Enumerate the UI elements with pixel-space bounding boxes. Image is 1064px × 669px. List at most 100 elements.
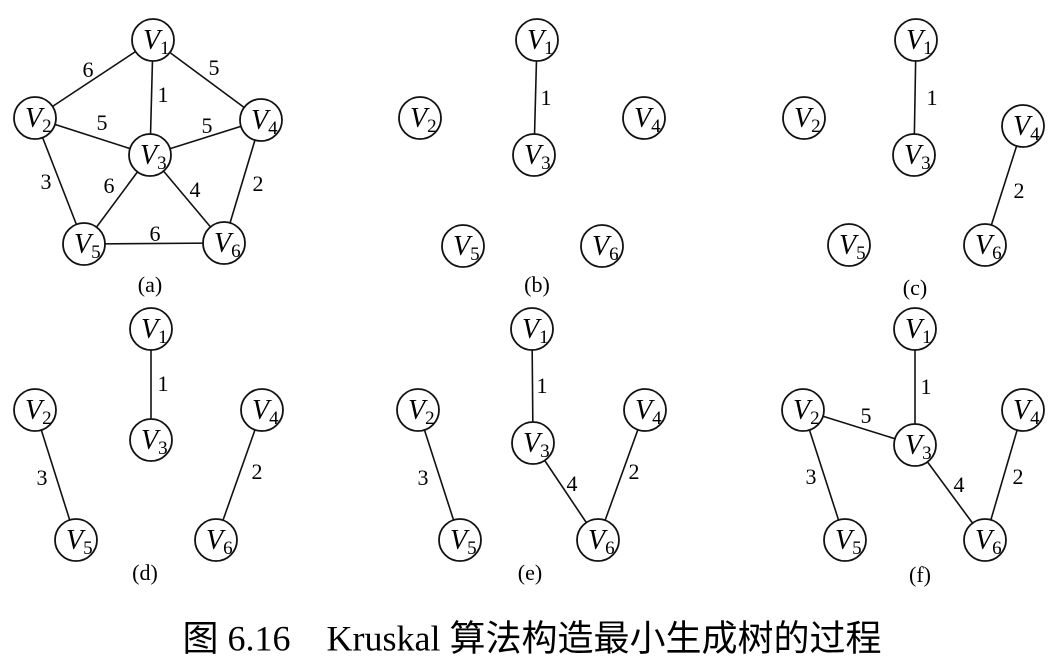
edge-weight-v4-v6: 2 [252,459,263,484]
vertex-v2: V2 [13,388,57,432]
vertex-v1: V1 [129,307,173,351]
vertex-v2: V2 [782,96,826,140]
vertex-label: V6 [592,231,619,265]
edge-v4-v6 [597,409,646,541]
edge-v1-v2 [34,39,154,119]
edge-weight-v4-v6: 2 [1013,464,1024,489]
edge-weight-v1-v4: 5 [209,55,220,80]
vertex-v2: V2 [13,96,57,140]
vertex-circle [782,96,826,140]
vertex-label: V5 [453,231,480,265]
vertex-label: V3 [904,140,931,174]
vertex-circle [62,222,106,266]
vertex-circle [576,518,620,562]
vertex-circle [580,224,624,268]
edge-weight-v4-v6: 2 [1014,178,1025,203]
vertex-v2: V2 [781,388,825,432]
edge-weight-v2-v5: 3 [41,169,52,194]
vertex-label: V2 [25,395,52,429]
vertex-circle [128,133,172,177]
vertex-circle [13,96,57,140]
edge-v5-v6 [83,242,225,245]
vertex-label: V1 [143,25,170,59]
edge-weight-v3-v4: 5 [202,113,213,138]
vertex-v2: V2 [398,96,442,140]
vertex-v3: V3 [129,418,173,462]
edge-weight-v1-v3: 1 [537,373,548,398]
vertex-circle [510,307,554,351]
vertex-v5: V5 [438,518,482,562]
vertex-label: V3 [141,425,168,459]
edge-weight-v3-v5: 6 [104,173,115,198]
vertex-circle [781,388,825,432]
vertex-circle [129,418,173,462]
vertex-circle [512,133,556,177]
edge-v4-v6 [215,409,263,541]
vertex-v4: V4 [239,98,283,142]
vertex-circle [623,388,667,432]
vertex-circle [54,518,98,562]
edge-weight-v1-v2: 6 [83,57,94,82]
vertex-circle [963,223,1007,267]
edge-v4-v6 [984,409,1024,541]
vertex-label: V3 [523,428,550,462]
vertex-label: V1 [905,314,932,348]
vertex-circle [1001,388,1045,432]
figure-caption: 图 6.16 Kruskal 算法构造最小生成树的过程 [183,618,882,658]
vertex-label: V5 [450,525,477,559]
vertex-v1: V1 [515,18,559,62]
panel-label: (a) [138,272,162,297]
vertex-label: V6 [975,230,1002,264]
vertex-label: V5 [74,229,101,263]
panel-label: (d) [132,560,158,585]
vertex-circle [194,518,238,562]
vertex-circle [515,18,559,62]
vertex-circle [396,388,440,432]
vertex-circle [240,388,284,432]
edge-v2-v5 [34,117,85,245]
vertex-v3: V3 [128,133,172,177]
vertex-label: V4 [1013,395,1040,429]
vertex-circle [893,307,937,351]
edge-weight-v2-v5: 3 [806,464,817,489]
vertex-v4: V4 [622,96,666,140]
vertex-v5: V5 [441,224,485,268]
vertex-label: V2 [408,395,435,429]
vertex-label: V1 [141,314,168,348]
vertex-circle [129,307,173,351]
panel-label: (e) [518,560,542,585]
vertex-label: V4 [635,395,662,429]
edge-weight-v3-v6: 4 [190,177,201,202]
vertex-label: V4 [252,395,279,429]
vertex-label: V4 [251,105,278,139]
vertex-v3: V3 [893,423,937,467]
edge-v2-v5 [417,409,461,541]
edge-weight-v2-v3: 5 [97,110,108,135]
vertex-circle [202,221,246,265]
vertex-label: V2 [25,103,52,137]
vertex-v3: V3 [511,421,555,465]
vertex-label: V5 [835,525,862,559]
vertex-label: V5 [839,230,866,264]
vertex-label: V1 [522,314,549,348]
vertex-circle [893,423,937,467]
vertex-v3: V3 [892,133,936,177]
vertex-label: V5 [66,525,93,559]
vertex-v4: V4 [1001,104,1045,148]
vertex-label: V3 [905,430,932,464]
vertex-circle [827,223,871,267]
vertex-label: V6 [206,525,233,559]
vertex-v1: V1 [131,18,175,62]
vertex-v6: V6 [576,518,620,562]
vertex-circle [894,18,938,62]
edge-v2-v5 [802,409,846,541]
edge-weight-v1-v3: 1 [158,82,169,107]
vertex-circle [1001,104,1045,148]
vertex-v2: V2 [396,388,440,432]
vertex-circle [622,96,666,140]
edge-weight-v3-v6: 4 [567,471,578,496]
